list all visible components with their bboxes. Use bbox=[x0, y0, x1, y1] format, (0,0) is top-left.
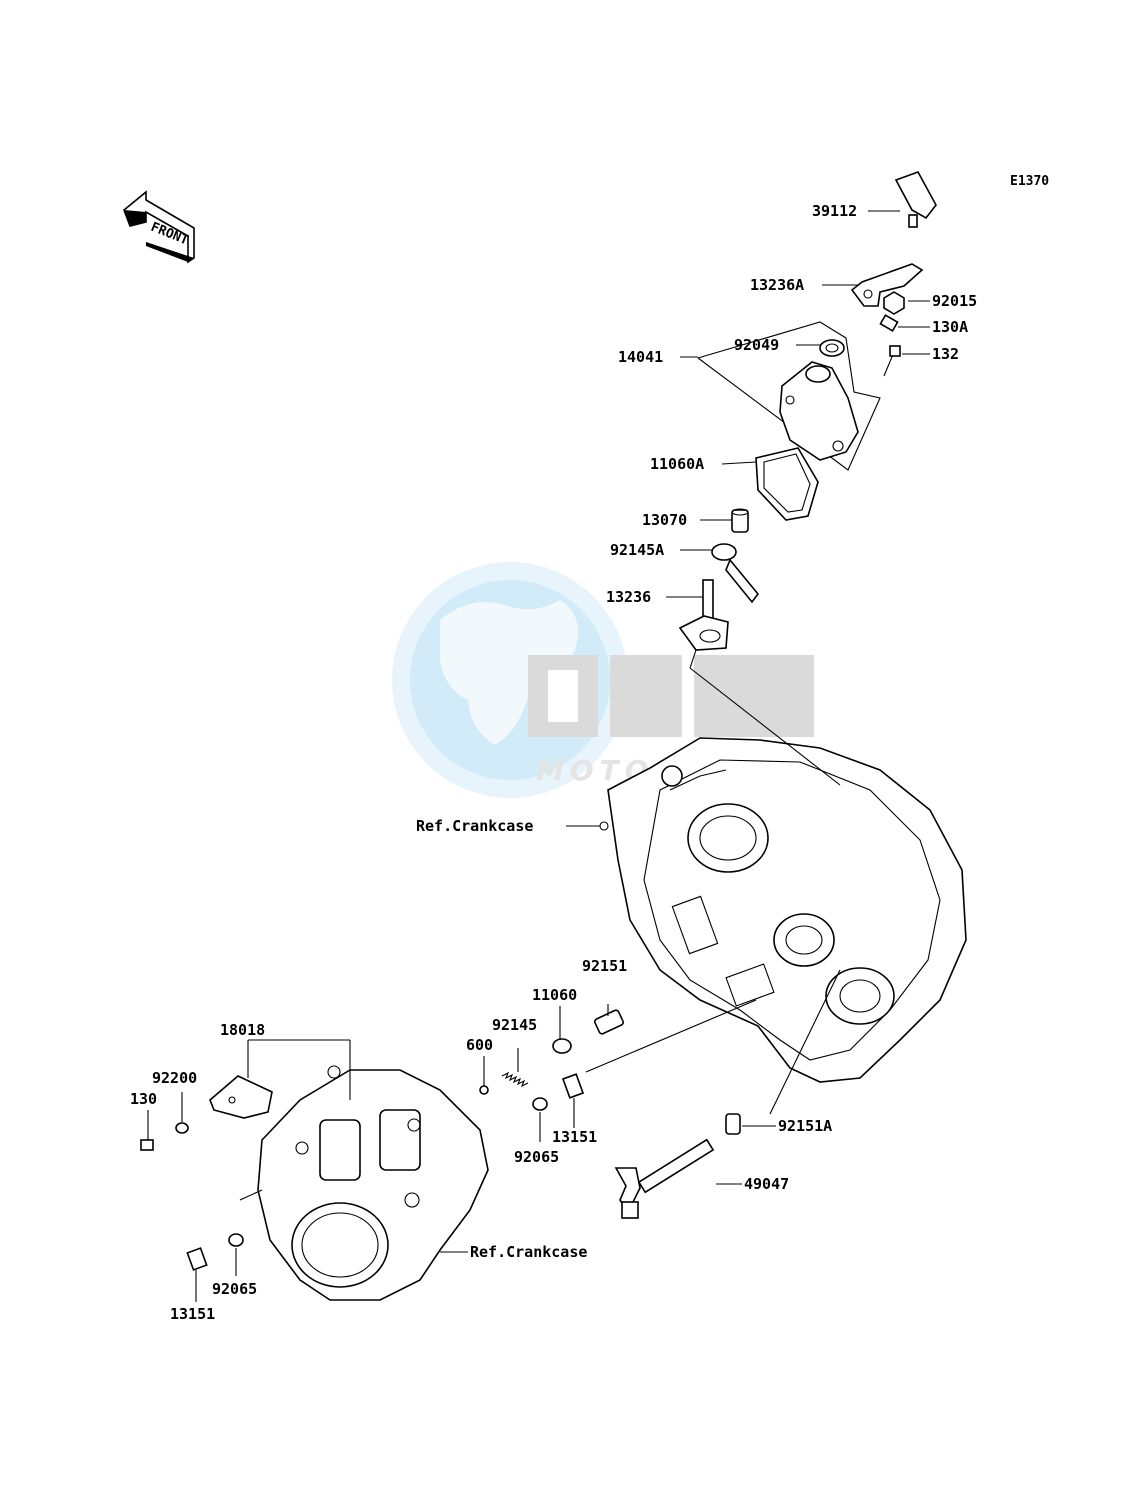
label-13070: 13070 bbox=[642, 511, 687, 529]
watermark: MOTORPARTS bbox=[392, 562, 814, 798]
crankcase-left bbox=[239, 1065, 489, 1301]
diagram-code: E1370 bbox=[1010, 174, 1049, 189]
part-labels: 39112 13236A 92015 130A 14041 92049 132 … bbox=[130, 202, 977, 1323]
label-11060: 11060 bbox=[532, 986, 577, 1004]
label-92015: 92015 bbox=[932, 292, 977, 310]
label-13151-low: 13151 bbox=[170, 1305, 215, 1323]
label-ref-crankcase-top: Ref.Crankcase bbox=[416, 817, 533, 835]
label-92151A: 92151A bbox=[778, 1117, 832, 1135]
label-92065-mid: 92065 bbox=[514, 1148, 559, 1166]
label-18018: 18018 bbox=[220, 1021, 265, 1039]
front-arrow-icon: FRONT bbox=[123, 190, 195, 264]
label-39112: 39112 bbox=[812, 202, 857, 220]
label-92145A: 92145A bbox=[610, 541, 664, 559]
label-92200: 92200 bbox=[152, 1069, 197, 1087]
label-132: 132 bbox=[932, 345, 959, 363]
label-ref-crankcase-bottom: Ref.Crankcase bbox=[470, 1243, 587, 1261]
crankcase-right bbox=[599, 737, 967, 1083]
label-49047: 49047 bbox=[744, 1175, 789, 1193]
label-14041: 14041 bbox=[618, 348, 663, 366]
label-92049: 92049 bbox=[734, 336, 779, 354]
shift-lever-parts bbox=[678, 171, 937, 651]
leader-lines bbox=[147, 210, 930, 1302]
label-92151: 92151 bbox=[582, 957, 627, 975]
label-13236A: 13236A bbox=[750, 276, 804, 294]
detent-parts bbox=[140, 1009, 741, 1271]
label-92065-low: 92065 bbox=[212, 1280, 257, 1298]
label-92145: 92145 bbox=[492, 1016, 537, 1034]
label-600: 600 bbox=[466, 1036, 493, 1054]
label-13151-mid: 13151 bbox=[552, 1128, 597, 1146]
label-130: 130 bbox=[130, 1090, 157, 1108]
label-13236: 13236 bbox=[606, 588, 651, 606]
label-11060A: 11060A bbox=[650, 455, 704, 473]
label-130A: 130A bbox=[932, 318, 968, 336]
